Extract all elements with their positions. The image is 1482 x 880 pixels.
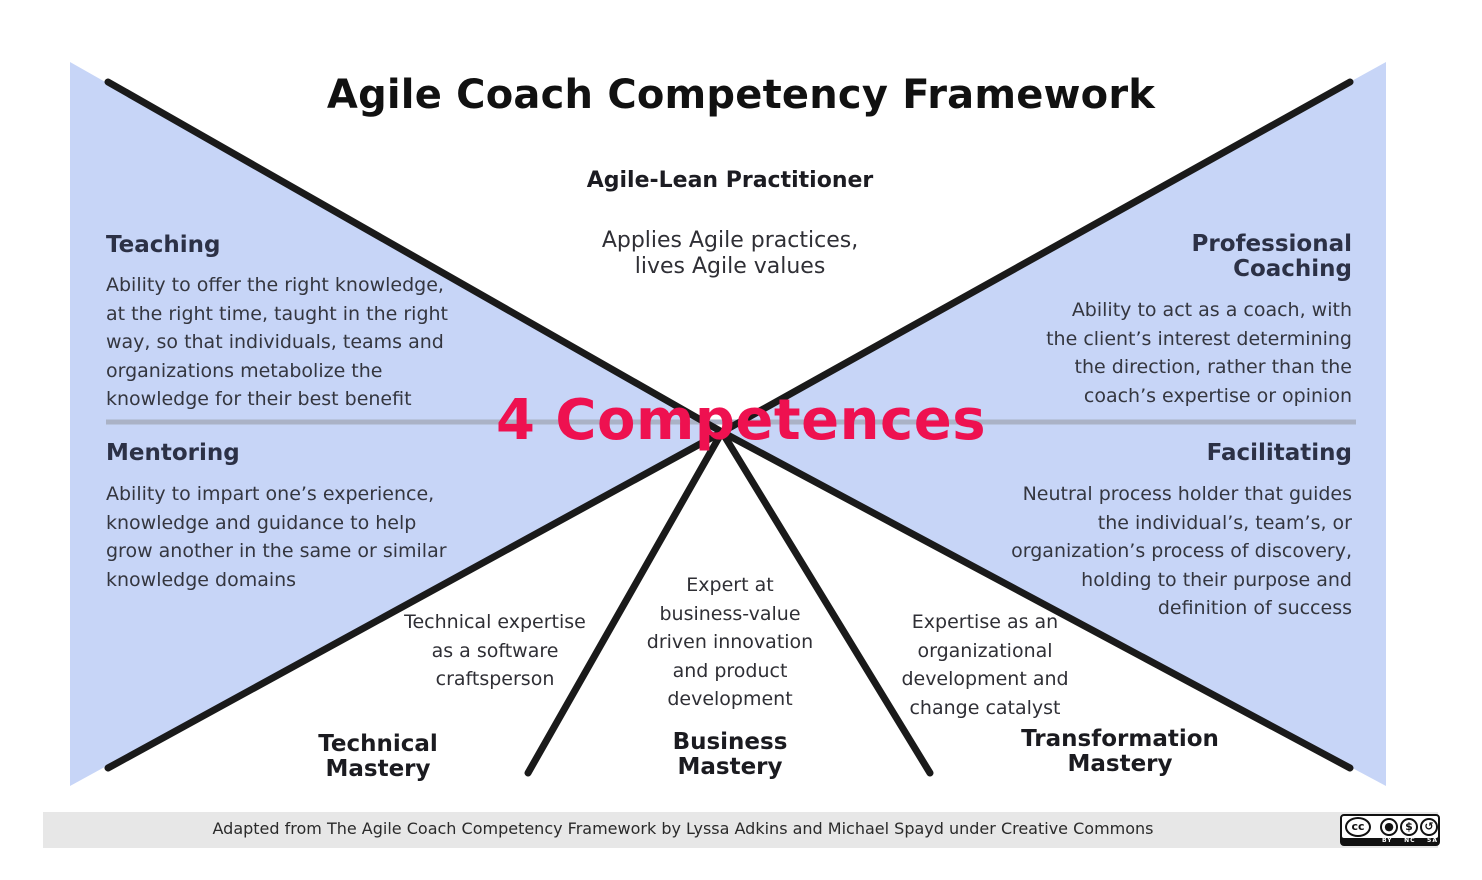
teaching-heading: Teaching (106, 232, 221, 258)
mentoring-heading: Mentoring (106, 440, 240, 466)
mentoring-description: Ability to impart one’s experience, know… (106, 483, 447, 591)
upper-left-line (104, 78, 726, 436)
cc-icon-row: cc ● $ ↺ (1342, 816, 1438, 838)
cc-license-badge[interactable]: cc ● $ ↺ BY NC SA (1340, 814, 1440, 846)
transformation-mastery-line (718, 428, 934, 777)
facilitating-heading: Facilitating (1206, 440, 1352, 466)
sa-icon: ↺ (1420, 818, 1438, 836)
cc-license-labels: BY NC SA (1382, 837, 1438, 844)
diagram-title: Agile Coach Competency Framework (326, 72, 1156, 118)
professional-coaching-heading: Professional Coaching (1191, 231, 1352, 282)
business-mastery-label: Business Mastery (672, 729, 788, 780)
footer-bar (43, 812, 1438, 848)
lower-right-line (718, 428, 1354, 772)
cc-icon: cc (1345, 817, 1371, 837)
by-icon: ● (1380, 818, 1398, 836)
upper-right-line (718, 78, 1354, 436)
agile-lean-practitioner-description: Applies Agile practices, lives Agile val… (601, 228, 859, 279)
technical-mastery-line (524, 428, 726, 777)
facilitating-description: Neutral process holder that guides the i… (1011, 483, 1352, 620)
technical-mastery-label: Technical Mastery (318, 731, 438, 782)
transformation-mastery-description: Expertise as an organizational developme… (901, 611, 1069, 719)
lower-left-line (104, 428, 726, 772)
technical-mastery-description: Technical expertise as a software crafts… (404, 611, 586, 690)
teaching-description: Ability to offer the right knowledge, at… (106, 274, 448, 411)
competences-overlay-label: 4 Competences (495, 388, 987, 453)
professional-coaching-description: Ability to act as a coach, with the clie… (1046, 299, 1352, 407)
business-mastery-description: Expert at business-value driven innovati… (646, 574, 814, 710)
footer-attribution: Adapted from The Agile Coach Competency … (212, 819, 1154, 838)
agile-lean-practitioner-heading: Agile-Lean Practitioner (586, 168, 874, 193)
nc-icon: $ (1400, 818, 1418, 836)
transformation-mastery-label: Transformation Mastery (1021, 726, 1219, 777)
